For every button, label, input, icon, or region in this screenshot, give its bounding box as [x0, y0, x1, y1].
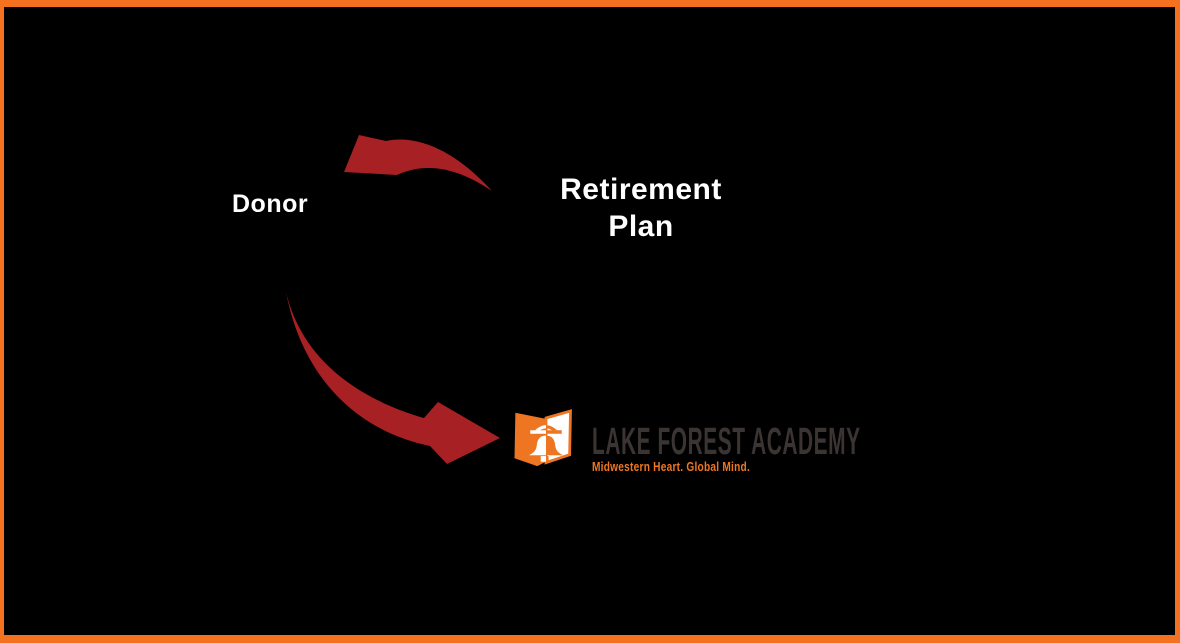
retirement-plan-label: Retirement Plan: [560, 173, 722, 243]
arrow-retirement-plan-to-donor-icon: [344, 135, 492, 191]
lake-forest-academy-logo: LAKE FOREST ACADEMY Midwestern Heart. Gl…: [511, 404, 881, 479]
donor-label: Donor: [232, 190, 309, 218]
lfa-wordmark: LAKE FOREST ACADEMY: [592, 421, 861, 463]
open-book-bell-icon: [514, 409, 572, 467]
arrow-donor-to-academy-icon: [286, 292, 500, 464]
lfa-tagline: Midwestern Heart. Global Mind.: [592, 459, 751, 474]
